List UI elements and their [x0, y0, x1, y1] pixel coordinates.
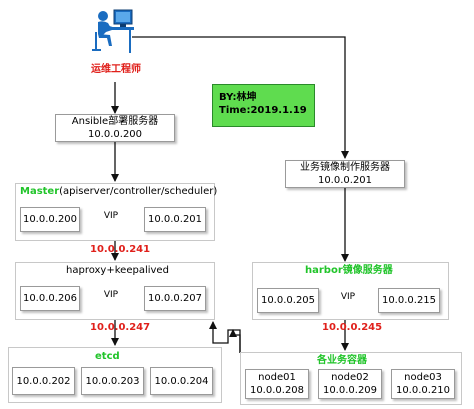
node01-ip: 10.0.0.208: [249, 385, 305, 396]
harbor-title-rest: 镜像服务器: [342, 265, 393, 276]
edge-engineer-build: [132, 36, 349, 159]
etcd-group-title: etcd: [95, 351, 120, 362]
engineer: [92, 8, 136, 58]
image-build-server: 业务镜像制作服务器 10.0.0.201: [285, 160, 405, 188]
node02-ip: 10.0.0.209: [322, 385, 378, 396]
node03-ip: 10.0.0.210: [395, 385, 451, 396]
harbor-vip-label: VIP: [335, 291, 361, 303]
engineer-at-computer-icon: [92, 9, 134, 53]
ansible-server-name: Ansible部署服务器: [71, 116, 159, 127]
node01-name: node01: [258, 372, 296, 383]
harbor-node-1: 10.0.0.205: [257, 288, 319, 313]
node02-name: node02: [331, 372, 369, 383]
master-node-1: 10.0.0.200: [20, 207, 80, 232]
harbor-group-title: harbor镜像服务器: [305, 264, 393, 277]
node03-name: node03: [404, 372, 442, 383]
haproxy-group-title: haproxy+keepalived: [66, 265, 169, 276]
node02: node02 10.0.0.209: [318, 369, 382, 399]
etcd-node-2: 10.0.0.203: [81, 367, 144, 395]
haproxy-vip-label: VIP: [98, 289, 124, 301]
haproxy-node-1: 10.0.0.206: [20, 286, 80, 311]
vip-address-241: 10.0.0.241: [90, 244, 151, 255]
master-title-components: (apiserver/controller/scheduler): [59, 186, 218, 197]
edge-nodes-haproxy: [209, 321, 241, 353]
master-group-title: Master(apiserver/controller/scheduler): [20, 185, 217, 198]
date-line: Time:2019.1.19: [219, 105, 307, 116]
master-node-2: 10.0.0.201: [144, 207, 206, 232]
author-line: BY:林坤: [219, 92, 257, 103]
business-containers-title: 各业务容器: [317, 355, 367, 366]
node01: node01 10.0.0.208: [245, 369, 309, 399]
author-note: BY:林坤 Time:2019.1.19: [212, 84, 315, 127]
image-build-server-ip: 10.0.0.201: [317, 175, 373, 186]
ansible-server: Ansible部署服务器 10.0.0.200: [55, 114, 175, 142]
vip-address-247: 10.0.0.247: [90, 322, 151, 333]
vip-address-245: 10.0.0.245: [322, 322, 383, 333]
master-title-label: Master: [20, 186, 60, 197]
etcd-node-3: 10.0.0.204: [150, 367, 213, 395]
node03: node03 10.0.0.210: [391, 369, 455, 399]
image-build-server-name: 业务镜像制作服务器: [300, 162, 390, 173]
haproxy-node-2: 10.0.0.207: [144, 286, 206, 311]
ansible-server-ip: 10.0.0.200: [87, 129, 143, 140]
master-vip-label: VIP: [98, 210, 124, 222]
etcd-node-1: 10.0.0.202: [12, 367, 75, 395]
engineer-label: 运维工程师: [91, 63, 141, 75]
harbor-title-label: harbor: [305, 265, 343, 276]
harbor-node-2: 10.0.0.215: [378, 288, 440, 313]
